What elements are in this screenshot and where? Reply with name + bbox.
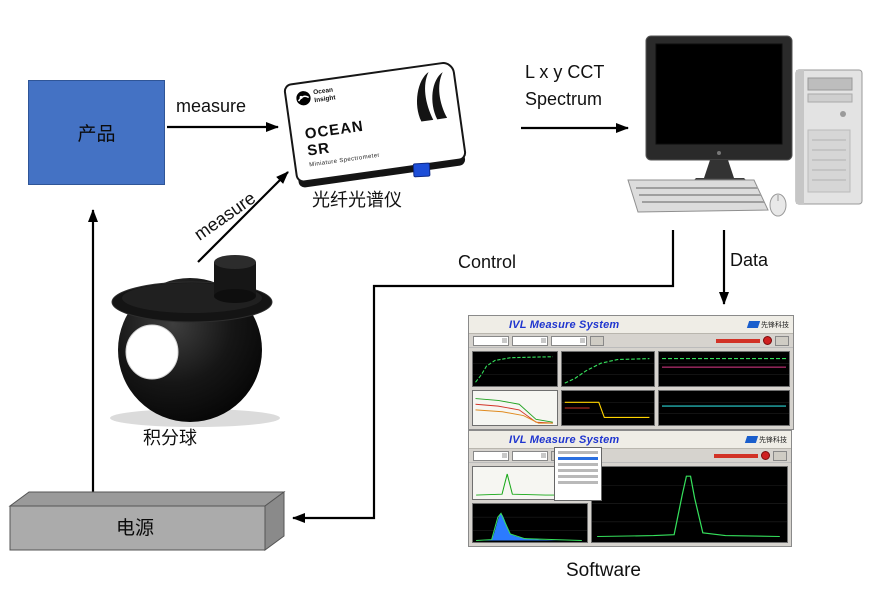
product-box: 产品 (28, 80, 165, 185)
model-line1: OCEAN (303, 117, 365, 143)
sw1-stop-button-icon (763, 336, 772, 345)
mouse (769, 193, 787, 217)
monitor (645, 35, 793, 186)
power-supply-box (8, 491, 286, 551)
sw2-chart-panel-spectrum (472, 502, 588, 543)
lxycct-label-line1: L x y CCT (525, 62, 605, 82)
sw1-chart-panel-2 (561, 351, 655, 387)
software-window-1: IVL Measure System 先锋科技 (468, 315, 794, 430)
data-label: Data (730, 250, 769, 270)
sw1-dropdown-3 (551, 335, 587, 346)
spectrometer-device: Ocean Insight OCEAN SR Miniature Spectro… (282, 60, 468, 184)
sw2-open-dropdown-list (554, 447, 602, 501)
lxycct-label-line2: Spectrum (525, 89, 603, 109)
sw2-titlebar: IVL Measure System 先锋科技 (469, 431, 791, 449)
sw2-dropdown-2 (512, 450, 548, 461)
sw1-chart-grid (469, 348, 793, 429)
pc-tower (795, 69, 863, 205)
sw1-chart-panel-5 (561, 390, 655, 426)
sw2-toolbar (469, 449, 791, 463)
brand-text: Ocean Insight (313, 87, 336, 104)
sw1-datetime-text (716, 338, 760, 343)
sw1-brand: 先锋科技 (746, 320, 789, 330)
sw2-stop-button-icon (761, 451, 770, 460)
sw1-title: IVL Measure System (509, 318, 620, 331)
sw1-button-2 (775, 335, 789, 346)
software-window-2: IVL Measure System 先锋科技 (468, 430, 792, 547)
sw2-datetime-text (714, 453, 758, 458)
product-label: 产品 (77, 124, 116, 145)
sw1-chart-panel-6 (658, 390, 790, 426)
sw2-dropdown-1 (473, 450, 509, 461)
integrating-sphere-illustration (110, 255, 280, 427)
sw2-chart-grid (469, 463, 791, 546)
model-line2: SR (306, 139, 332, 160)
sw1-titlebar: IVL Measure System 先锋科技 (469, 316, 793, 334)
sw2-button-2 (773, 450, 787, 461)
sw2-brand-logo-icon (744, 436, 759, 443)
sw1-chart-panel-3 (658, 351, 790, 387)
sw2-chart-panel-main (591, 466, 788, 543)
sw1-chart-panel-1 (472, 351, 558, 387)
sw2-brand: 先锋科技 (744, 435, 787, 445)
usb-connector (412, 162, 431, 178)
sw2-title: IVL Measure System (509, 433, 620, 446)
model-name: OCEAN SR (304, 118, 367, 160)
sphere-top-port (214, 255, 256, 303)
sw2-brand-text: 先锋科技 (759, 436, 787, 444)
computer-illustration (627, 35, 863, 217)
control-label: Control (458, 252, 517, 272)
sw1-dropdown-1 (473, 335, 509, 346)
sphere-white-port (125, 324, 179, 380)
sw1-button-1 (590, 335, 604, 346)
measure-diagonal-label: measure (190, 187, 260, 245)
power-label: 电源 (115, 518, 154, 539)
brand-line2: Insight (313, 93, 336, 104)
sw1-brand-logo-icon (746, 321, 761, 328)
sw1-brand-text: 先锋科技 (761, 321, 789, 329)
ocean-insight-logo-icon (296, 91, 311, 106)
measure-top-label: measure (176, 96, 247, 116)
sw1-dropdown-2 (512, 335, 548, 346)
sw1-toolbar (469, 334, 793, 348)
software-caption: Software (566, 560, 641, 581)
keyboard (627, 179, 769, 213)
ocean-insight-logo: Ocean Insight (295, 86, 336, 106)
sw1-chart-panel-4 (472, 390, 558, 426)
ocean-wave-icon (417, 72, 448, 122)
sphere-caption: 积分球 (143, 428, 197, 448)
spectrometer-caption: 光纤光谱仪 (312, 190, 402, 210)
